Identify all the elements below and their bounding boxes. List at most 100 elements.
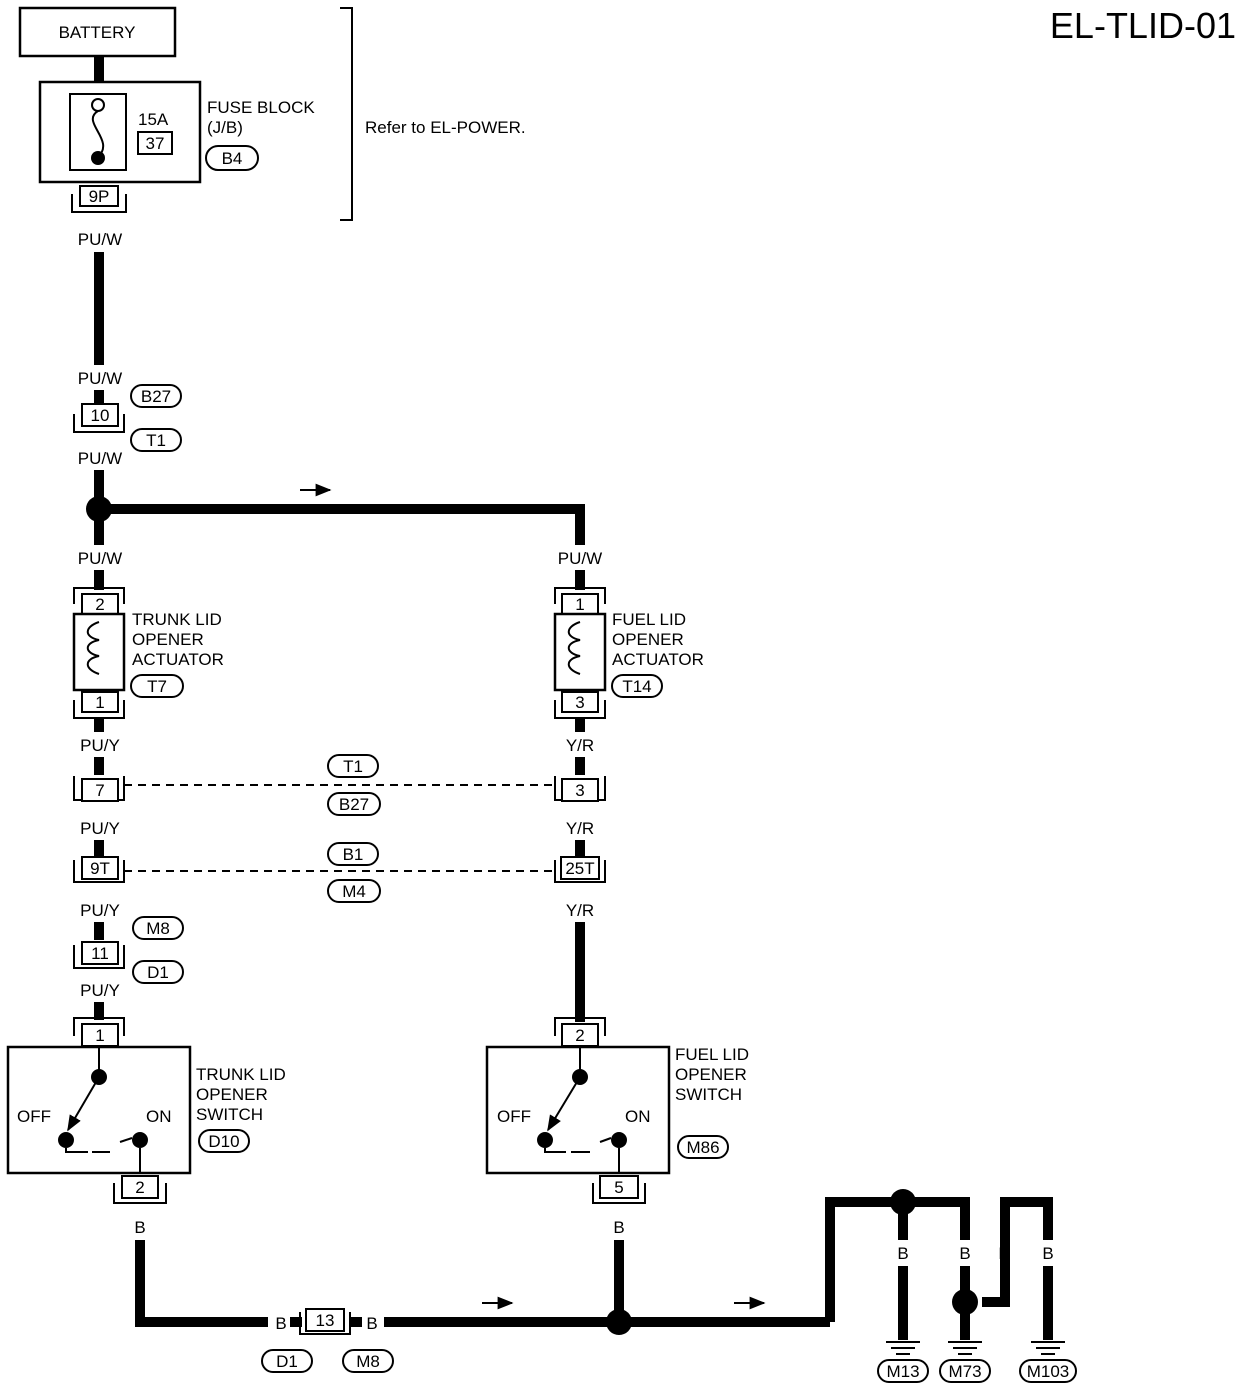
fuel-switch-bottom-bracket	[592, 1183, 646, 1204]
wire-label-puy-1: PU/Y	[80, 736, 120, 755]
connector-badge-t7	[130, 674, 184, 698]
trunk-act-pin-1-box	[81, 691, 119, 713]
connector-badge-d1-a-text: D1	[147, 963, 169, 982]
fuel-actuator-body	[553, 612, 607, 692]
trunk-actuator-coil-icon	[86, 621, 100, 675]
trunk-switch-label-2: OPENER	[196, 1085, 268, 1104]
wire-b-trunk	[135, 1240, 268, 1327]
connector-badge-b27-b-text: B27	[339, 795, 369, 814]
ground-symbol-m73-icon	[948, 1341, 982, 1355]
connector-badge-b27-b	[327, 792, 381, 816]
connector-badge-d10	[198, 1129, 250, 1153]
fuel-switch-pin-2: 2	[575, 1026, 584, 1045]
fuse-block-jb: (J/B)	[207, 118, 243, 137]
battery-label: BATTERY	[59, 23, 136, 42]
fuse-block	[38, 80, 202, 184]
connector-badge-t14-text: T14	[622, 677, 651, 696]
pin-7-box	[81, 778, 119, 802]
wire-label-b-1: B	[134, 1218, 145, 1237]
trunk-act-top-bracket	[73, 587, 125, 604]
wire-label-yr-2: Y/R	[566, 819, 594, 838]
wire-label-puy-4: PU/Y	[80, 981, 120, 1000]
fuel-act-pin-3-box	[561, 691, 599, 713]
wire-label-b-4: B	[366, 1314, 377, 1333]
trunk-switch-off-lead	[65, 1148, 88, 1153]
fuel-act-pin-3: 3	[575, 693, 584, 712]
trunk-switch-label-1: TRUNK LID	[196, 1065, 286, 1084]
wire-label-puw-3: PU/W	[78, 449, 122, 468]
connector-badge-m73	[939, 1359, 991, 1383]
wire-label-puw-1: PU/W	[78, 230, 122, 249]
fuse-number-box	[137, 131, 173, 155]
connector-badge-t1-b	[327, 754, 379, 778]
fuel-switch-label-1: FUEL LID	[675, 1045, 749, 1064]
fuel-switch-off-label: OFF	[497, 1107, 531, 1126]
wire-label-b-5: B	[897, 1244, 908, 1263]
junction-dot-m73	[952, 1289, 978, 1315]
fuel-switch-on-stub	[599, 1137, 612, 1143]
trunk-switch-off-contact	[58, 1132, 74, 1148]
connector-badge-m4-text: M4	[342, 882, 366, 901]
trunk-actuator-label-2: OPENER	[132, 630, 204, 649]
connector-badge-m8-a	[132, 916, 184, 940]
wire-label-puw-5: PU/W	[558, 549, 602, 568]
connector-badge-m73-text: M73	[948, 1362, 981, 1381]
pin-3-label: 3	[575, 781, 584, 800]
fuse-terminal-top	[91, 98, 105, 112]
connector-badge-b27-a	[130, 384, 182, 408]
pin-10-bracket	[73, 414, 125, 433]
pin-3-box	[561, 778, 599, 802]
fuel-actuator-label-3: ACTUATOR	[612, 650, 704, 669]
pin-11-label: 11	[91, 944, 109, 963]
connector-badge-m103	[1019, 1359, 1077, 1383]
pin-13-label: 13	[316, 1311, 335, 1330]
trunk-switch-top-bracket	[73, 1017, 125, 1036]
diagram-id: EL-TLID-01	[1050, 5, 1236, 46]
fuel-act-top-bracket	[554, 587, 606, 604]
connector-badge-t1-b-text: T1	[343, 757, 363, 776]
wire-label-b-3: B	[275, 1314, 286, 1333]
wire-label-b-8: B	[1042, 1244, 1053, 1263]
fuel-switch-label-2: OPENER	[675, 1065, 747, 1084]
fuse-holder	[69, 93, 127, 171]
trunk-act-pin-1: 1	[95, 693, 104, 712]
fuel-switch-top-bracket	[554, 1017, 606, 1036]
fuse-element	[91, 110, 105, 158]
connector-badge-t1-a	[130, 428, 182, 452]
fuel-switch-on-label: ON	[625, 1107, 651, 1126]
connector-badge-m13	[877, 1359, 929, 1383]
ground-symbol-m13-icon	[886, 1341, 920, 1355]
fuel-switch-label-3: SWITCH	[675, 1085, 742, 1104]
fuse-amps: 15A	[138, 110, 169, 129]
wire-label-puw-2: PU/W	[78, 369, 122, 388]
connector-badge-d1-b-text: D1	[276, 1352, 298, 1371]
fuse-terminal-bottom	[91, 151, 105, 165]
power-bracket	[340, 7, 353, 221]
pin-11-box	[81, 941, 119, 965]
fuel-switch-arm	[547, 1076, 581, 1132]
pin-25t-label: 25T	[565, 859, 594, 878]
fuel-act-pin-1: 1	[575, 595, 584, 614]
wire-label-b-6: B	[959, 1244, 970, 1263]
battery-box	[18, 6, 177, 58]
connector-badge-m13-text: M13	[886, 1362, 919, 1381]
pin-11-bracket	[73, 945, 125, 969]
connector-badge-t14	[611, 674, 663, 698]
fuel-actuator-label-1: FUEL LID	[612, 610, 686, 629]
wire-label-yr-3: Y/R	[566, 901, 594, 920]
junction-dot-ground	[606, 1309, 632, 1335]
pin-13-box	[305, 1308, 345, 1332]
connector-badge-d1-a	[132, 960, 184, 984]
pin-7-label: 7	[95, 781, 104, 800]
pin-9p-label: 9P	[89, 187, 110, 206]
trunk-switch-arm	[67, 1076, 100, 1132]
wire-label-b-7: B	[998, 1244, 1009, 1263]
connector-badge-b4	[205, 145, 259, 171]
fuel-switch-pin-5-box	[599, 1175, 639, 1199]
pin-25t-bracket	[554, 860, 606, 883]
wire-label-puw-4: PU/W	[78, 549, 122, 568]
trunk-switch-off-label: OFF	[17, 1107, 51, 1126]
connector-badge-m103-text: M103	[1027, 1362, 1070, 1381]
trunk-switch-on-label: ON	[146, 1107, 172, 1126]
